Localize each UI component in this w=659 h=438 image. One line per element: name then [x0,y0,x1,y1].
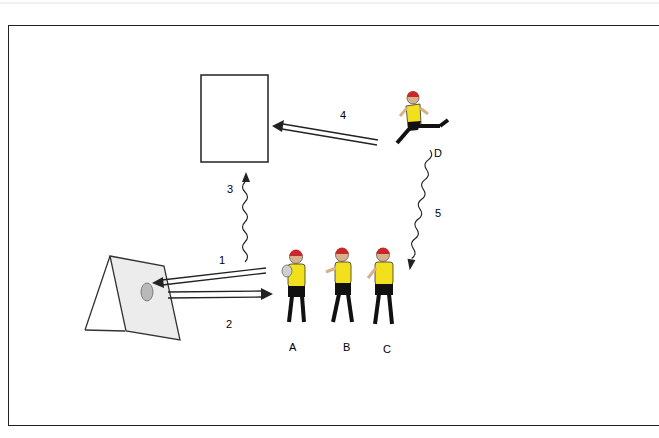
run-line [242,172,250,262]
player-figure [368,248,393,325]
callout-number: 4 [340,109,346,121]
pass-arrow [152,268,266,288]
player-letter: B [343,341,350,353]
player-letter: C [383,343,391,355]
callout-number: 5 [435,207,441,219]
player-letter: D [434,147,442,159]
target-square [201,75,268,162]
pass-arrow [272,120,378,145]
player-figure [326,248,352,323]
pass-arrow [168,288,273,300]
run-line [406,149,434,271]
player-figure [397,91,448,143]
callout-number: 3 [227,183,233,195]
frame-border [9,26,659,426]
callout-number: 1 [219,254,225,266]
player-figure [282,250,305,322]
top-rule [0,3,659,4]
rebounder [85,256,180,340]
callout-number: 2 [226,318,232,330]
player-letter: A [289,341,296,353]
